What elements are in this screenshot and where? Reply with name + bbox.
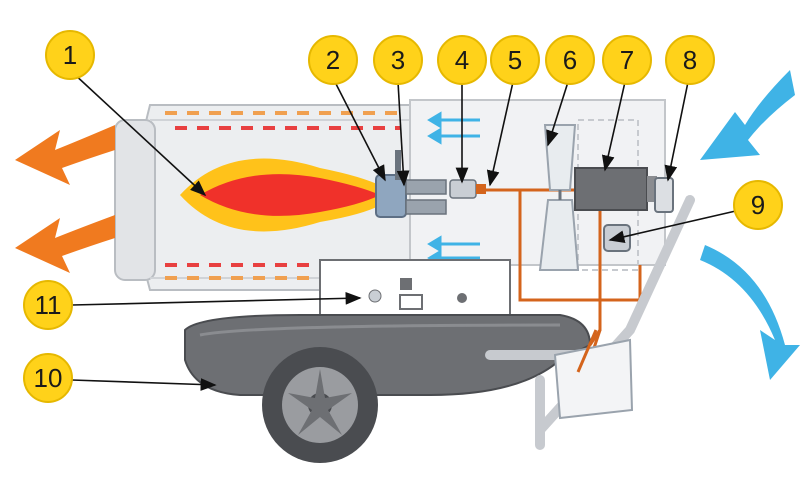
callout-1: 1: [46, 31, 94, 79]
callout-7-label: 7: [620, 45, 634, 75]
hot-air-arrow-icon: [15, 125, 115, 273]
callout-8: 8: [666, 36, 714, 84]
callout-8-label: 8: [683, 45, 697, 75]
wheel-icon: [262, 347, 378, 463]
callout-4-label: 4: [455, 45, 469, 75]
motor: [575, 168, 657, 210]
callout-9-label: 9: [751, 190, 765, 220]
leader-10: [72, 380, 215, 385]
callout-10: 10: [24, 354, 72, 402]
callout-7: 7: [603, 36, 651, 84]
callout-3-label: 3: [391, 45, 405, 75]
leader-11: [72, 298, 360, 305]
callout-9: 9: [734, 181, 782, 229]
callout-1-label: 1: [63, 40, 77, 70]
callout-5: 5: [491, 36, 539, 84]
callout-2: 2: [309, 36, 357, 84]
photocell-sensor: [655, 178, 673, 212]
callout-6-label: 6: [563, 45, 577, 75]
callout-2-label: 2: [326, 45, 340, 75]
callout-5-label: 5: [508, 45, 522, 75]
callout-6: 6: [546, 36, 594, 84]
callout-11: 11: [24, 281, 72, 329]
callout-10-label: 10: [34, 363, 63, 393]
callout-3: 3: [374, 36, 422, 84]
leader-8: [668, 82, 688, 180]
callout-4: 4: [438, 36, 486, 84]
callout-11-label: 11: [35, 290, 62, 320]
